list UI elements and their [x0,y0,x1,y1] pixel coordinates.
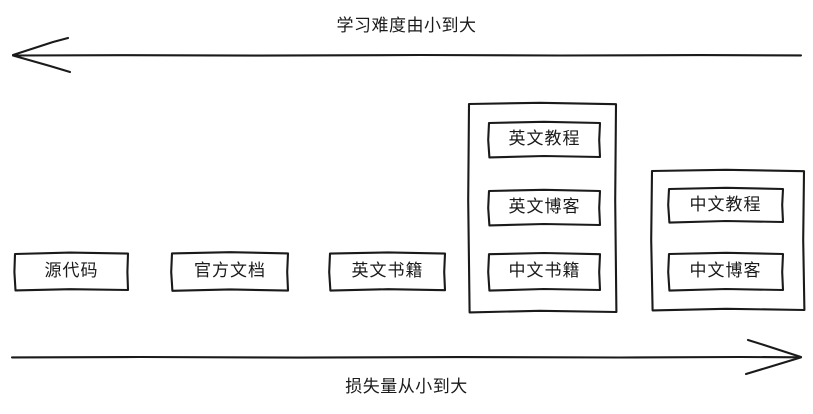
node-source-code[interactable]: 源代码 [14,252,129,291]
node-official-docs[interactable]: 官方文档 [171,252,289,291]
node-english-tutorials[interactable]: 英文教程 [488,121,601,158]
difficulty-axis-label: 学习难度由小到大 [336,16,477,36]
node-english-blogs-label: 英文博客 [508,197,581,217]
loss-axis-arrow [10,338,803,376]
node-english-books[interactable]: 英文书籍 [329,252,446,291]
node-english-blogs[interactable]: 英文博客 [488,189,601,226]
node-chinese-blogs-label: 中文博客 [689,261,762,281]
node-chinese-tutorials-label: 中文教程 [689,194,762,215]
node-chinese-books[interactable]: 中文书籍 [488,252,601,291]
node-english-tutorials-label: 英文教程 [508,129,581,149]
node-chinese-blogs[interactable]: 中文博客 [668,252,783,291]
node-source-code-label: 源代码 [44,261,99,281]
node-official-docs-label: 官方文档 [194,261,266,281]
difficulty-axis-arrow [11,36,803,74]
node-chinese-tutorials[interactable]: 中文教程 [668,187,783,223]
node-english-books-label: 英文书籍 [351,261,424,281]
loss-axis-label: 损失量从小到大 [345,377,468,397]
node-chinese-books-label: 中文书籍 [508,261,581,281]
